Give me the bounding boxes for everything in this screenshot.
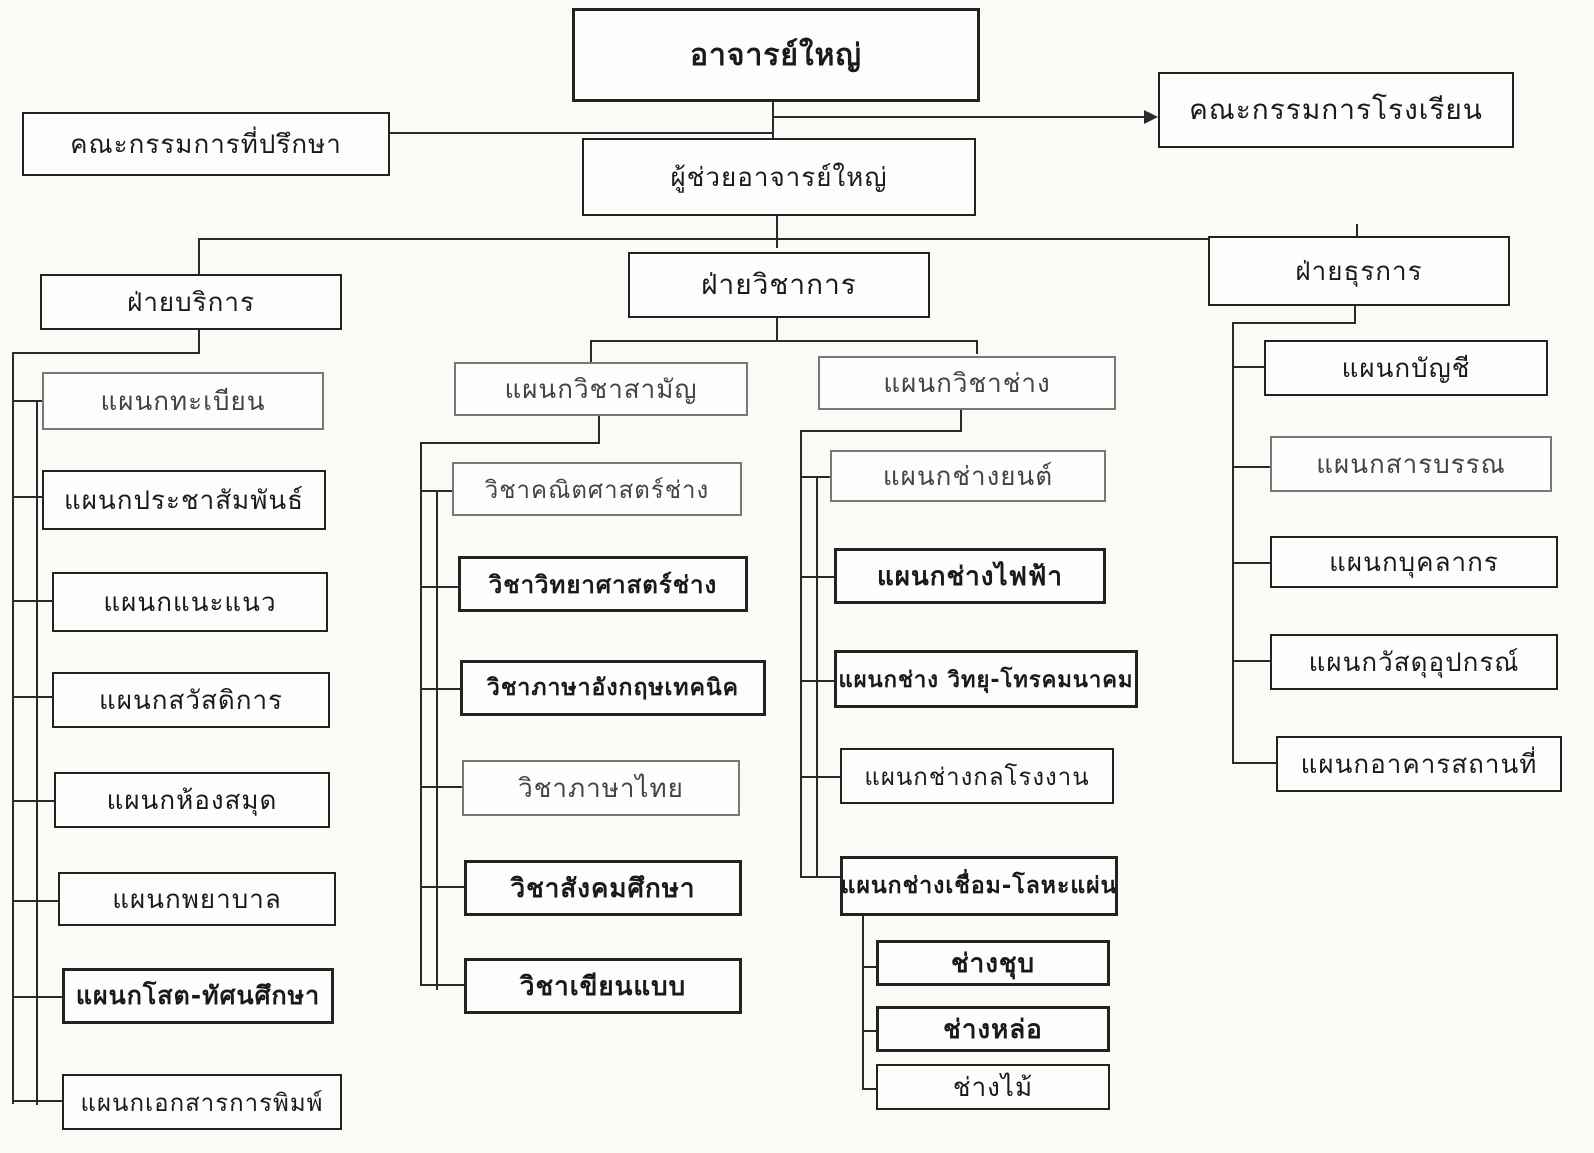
stub-general-5	[420, 886, 464, 888]
stub-admin-4	[1232, 660, 1270, 662]
stub-admin-5	[1232, 762, 1276, 764]
welding-sub-casting: ช่างหล่อ	[876, 1006, 1110, 1052]
welding-sub-plating: ช่างชุบ	[876, 940, 1110, 986]
stub-general-2	[420, 586, 460, 588]
connector-general-top	[420, 442, 600, 444]
arrow-to-school-committee	[1144, 110, 1158, 124]
assistant-principal-box: ผู้ช่วยอาจารย์ใหญ่	[582, 138, 976, 216]
welding-sub-woodwork: ช่างไม้	[876, 1064, 1110, 1110]
admin-item-accounting: แผนกบัญชี	[1264, 340, 1548, 396]
stub-service-6	[12, 900, 58, 902]
school-committee-box: คณะกรรมการโรงเรียน	[1158, 72, 1514, 148]
connector-service-down	[198, 328, 200, 354]
connector-advisory-horizontal	[388, 132, 774, 134]
connector-trade-down	[960, 410, 962, 432]
academic-division-box: ฝ่ายวิชาการ	[628, 252, 930, 318]
stub-service-1	[12, 400, 42, 402]
stub-admin-1	[1232, 366, 1264, 368]
general-item-science: วิชาวิทยาศาสตร์ช่าง	[458, 556, 748, 612]
general-item-thai: วิชาภาษาไทย	[462, 760, 740, 816]
connector-assistant-down	[776, 215, 778, 248]
service-item-guidance: แผนกแนะแนว	[52, 572, 328, 632]
service-item-public-relations: แผนกประชาสัมพันธ์	[42, 470, 326, 530]
connector-general-spine	[420, 442, 422, 984]
admin-item-supplies: แผนกวัสดุอุปกรณ์	[1270, 634, 1558, 690]
service-item-audiovisual: แผนกโสต-ทัศนศึกษา	[62, 968, 334, 1024]
stub-trade-1	[800, 476, 832, 478]
connector-academic-down	[776, 316, 778, 342]
admin-item-facilities: แผนกอาคารสถานที่	[1276, 736, 1562, 792]
principal-box: อาจารย์ใหญ่	[572, 8, 980, 102]
trade-item-radio: แผนกช่าง วิทยุ-โทรคมนาคม	[834, 650, 1138, 708]
stub-welding-3	[862, 1088, 878, 1090]
stub-service-7	[12, 996, 64, 998]
stub-service-2	[12, 496, 42, 498]
connector-general-spine-inner	[436, 490, 438, 990]
connector-academic-horizontal	[590, 340, 978, 342]
general-subjects-box: แผนกวิชาสามัญ	[454, 362, 748, 416]
stub-trade-3	[800, 680, 836, 682]
connector-service-spine	[12, 352, 14, 1104]
connector-divisions-horizontal	[198, 238, 1358, 240]
trade-item-electric: แผนกช่างไฟฟ้า	[834, 548, 1106, 604]
general-item-drafting: วิชาเขียนแบบ	[464, 958, 742, 1014]
stub-service-8	[12, 1100, 64, 1102]
trade-item-welding: แผนกช่างเชื่อม-โลหะแผ่น	[840, 856, 1118, 916]
admin-item-correspondence: แผนกสารบรรณ	[1270, 436, 1552, 492]
stub-trade-4	[800, 776, 840, 778]
trade-subjects-box: แผนกวิชาช่าง	[818, 356, 1116, 410]
connector-trade-spine-inner	[816, 476, 818, 878]
connector-admin-down	[1354, 306, 1356, 324]
stub-service-4	[12, 696, 52, 698]
stub-service-3	[12, 600, 52, 602]
service-item-library: แผนกห้องสมุด	[54, 772, 330, 828]
general-item-english: วิชาภาษาอังกฤษเทคนิค	[460, 660, 766, 716]
stub-general-6	[420, 984, 464, 986]
trade-item-auto: แผนกช่างยนต์	[830, 450, 1106, 502]
trade-item-machine-shop: แผนกช่างกลโรงงาน	[840, 748, 1114, 804]
connector-trade-spine	[800, 430, 802, 876]
connector-service-spine-inner	[36, 400, 38, 1105]
connector-general-down	[598, 414, 600, 444]
stub-general-4	[420, 786, 464, 788]
service-item-welfare: แผนกสวัสดิการ	[52, 672, 330, 728]
connector-to-trade	[976, 340, 978, 354]
connector-service-top	[12, 352, 200, 354]
advisory-committee-box: คณะกรรมการที่ปรึกษา	[22, 112, 390, 176]
service-item-printing: แผนกเอกสารการพิมพ์	[62, 1074, 342, 1130]
connector-to-general	[590, 340, 592, 362]
connector-welding-down	[862, 916, 864, 1090]
connector-admin-spine	[1232, 322, 1234, 762]
service-item-nursing: แผนกพยาบาล	[58, 872, 336, 926]
connector-principal-to-assistant	[772, 100, 774, 140]
stub-trade-5	[800, 876, 840, 878]
general-item-social: วิชาสังคมศึกษา	[464, 860, 742, 916]
stub-admin-3	[1232, 562, 1270, 564]
stub-admin-2	[1232, 466, 1270, 468]
connector-to-service	[198, 238, 200, 274]
service-item-registration: แผนกทะเบียน	[42, 372, 324, 430]
stub-trade-2	[800, 576, 836, 578]
general-item-math: วิชาคณิตศาสตร์ช่าง	[452, 462, 742, 516]
stub-general-1	[420, 490, 454, 492]
stub-service-5	[12, 800, 54, 802]
connector-trade-top	[800, 430, 962, 432]
service-division-box: ฝ่ายบริการ	[40, 274, 342, 330]
connector-admin-top	[1232, 322, 1356, 324]
connector-school-horizontal	[774, 116, 1146, 118]
admin-division-box: ฝ่ายธุรการ	[1208, 236, 1510, 306]
admin-item-personnel: แผนกบุคลากร	[1270, 536, 1558, 588]
connector-to-admin	[1356, 224, 1358, 240]
stub-welding-1	[862, 966, 878, 968]
stub-welding-2	[862, 1030, 878, 1032]
stub-general-3	[420, 688, 460, 690]
